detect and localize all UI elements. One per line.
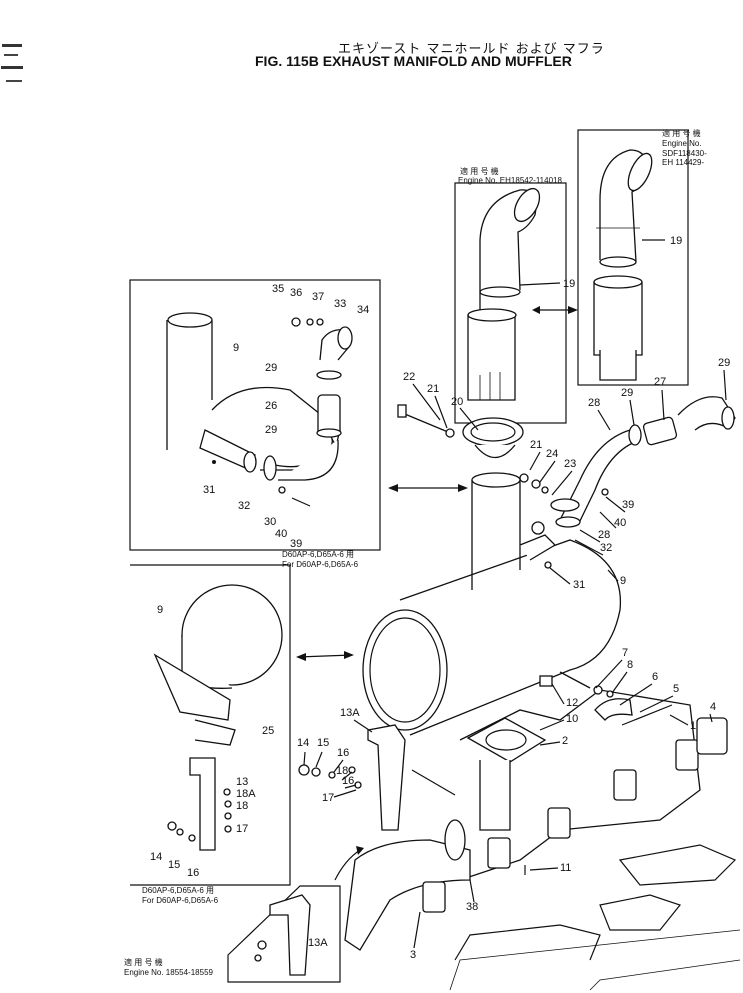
part-label-31: 31 — [203, 484, 215, 496]
part-label-18a: 18A — [236, 788, 256, 800]
note-model-jp: D60AP-6,D65A-6 用 — [142, 886, 214, 895]
note-model-en: For D60AP-6,D65A-6 — [142, 896, 219, 905]
inset-tailpipe-right: 適 用 号 機 Engine No. SDF118430- EH 114429-… — [577, 128, 707, 386]
part-label-4: 4 — [710, 701, 716, 713]
note-jp: 適 用 号 機 — [662, 128, 701, 138]
main-labels: 22 21 20 21 24 23 28 29 27 29 39 40 28 3… — [297, 357, 730, 961]
part-label-14: 14 — [150, 851, 162, 863]
part-label-29: 29 — [621, 387, 633, 399]
part-label-13a: 13A — [308, 937, 328, 949]
note-engine-no: Engine No. EH18542-114018 — [458, 176, 562, 185]
part-label-36: 36 — [290, 287, 302, 299]
part-label-19: 19 — [670, 235, 682, 247]
part-label-27: 27 — [654, 376, 666, 388]
part-label-32: 32 — [238, 500, 250, 512]
note-engine-no: Engine No. 18554-18559 — [124, 968, 214, 977]
arrow-to-variant — [532, 306, 578, 314]
part-label-9: 9 — [620, 575, 626, 587]
part-label-17: 17 — [322, 792, 334, 804]
part-label-3: 3 — [410, 949, 416, 961]
part-label-29: 29 — [265, 424, 277, 436]
note-model-en: For D60AP-6,D65A-6 — [282, 560, 359, 569]
part-label-9: 9 — [157, 604, 163, 616]
inset-tailpipe-center: 適 用 号 機 Engine No. EH18542-114018 19 — [454, 166, 575, 424]
part-label-40: 40 — [275, 528, 287, 540]
note-model-jp: D60AP-6,D65A-6 用 — [282, 550, 354, 559]
part-label-15: 15 — [168, 859, 180, 871]
part-label-12: 12 — [566, 697, 578, 709]
part-label-21: 21 — [427, 383, 439, 395]
note-engine-no: Engine No. — [662, 139, 702, 148]
part-label-28: 28 — [598, 529, 610, 541]
part-label-29: 29 — [718, 357, 730, 369]
part-label-24: 24 — [546, 448, 558, 460]
part-label-16: 16 — [342, 775, 354, 787]
part-label-17: 17 — [236, 823, 248, 835]
figure-title-japanese: エキゾースト マニホールド および マフラ — [338, 42, 605, 57]
inset-bracket-detail: 9 25 13 18A 18 17 14 15 16 — [130, 564, 291, 886]
part-label-29: 29 — [265, 362, 277, 374]
part-label-11: 11 — [560, 862, 571, 874]
part-label-22: 22 — [403, 371, 415, 383]
part-label-21: 21 — [530, 439, 542, 451]
part-label-16: 16 — [337, 747, 349, 759]
part-label-23: 23 — [564, 458, 576, 470]
part-label-18: 18 — [336, 765, 348, 777]
part-label-39: 39 — [290, 538, 302, 550]
part-label-9: 9 — [233, 342, 239, 354]
part-label-8: 8 — [627, 659, 633, 671]
part-label-39: 39 — [622, 499, 634, 511]
part-label-16: 16 — [187, 867, 199, 879]
part-label-30: 30 — [264, 516, 276, 528]
part-label-15: 15 — [317, 737, 329, 749]
inset-bracket-variant: 13A — [227, 846, 364, 983]
part-label-10: 10 — [566, 713, 578, 725]
part-label-6: 6 — [652, 671, 658, 683]
arrow-detail-link — [388, 484, 468, 492]
figure-title: FIG. 115B EXHAUST MANIFOLD AND MUFFLER — [255, 53, 572, 69]
part-label-5: 5 — [673, 683, 679, 695]
part-label-13a: 13A — [340, 707, 360, 719]
part-label-31: 31 — [573, 579, 585, 591]
part-label-20: 20 — [451, 396, 463, 408]
scan-artifact — [1, 44, 23, 82]
arrow-bracket-link — [296, 651, 354, 661]
part-label-37: 37 — [312, 291, 324, 303]
part-label-1: 1 — [690, 720, 696, 732]
part-label-19: 19 — [563, 278, 575, 290]
part-label-18: 18 — [236, 800, 248, 812]
note-jp: 適 用 号 機 — [124, 957, 163, 967]
main-assembly — [298, 396, 741, 991]
part-label-33: 33 — [334, 298, 346, 310]
note-serial: EH 114429- — [662, 158, 704, 167]
part-label-13: 13 — [236, 776, 248, 788]
part-label-35: 35 — [272, 283, 284, 295]
part-label-28: 28 — [588, 397, 600, 409]
inset-elbow-detail: 35 36 37 33 34 9 29 26 29 31 32 30 40 39 — [129, 279, 381, 551]
part-label-40: 40 — [614, 517, 626, 529]
note-serial: SDF118430- — [662, 149, 707, 158]
part-label-34: 34 — [357, 304, 369, 316]
part-label-2: 2 — [562, 735, 568, 747]
part-label-7: 7 — [622, 647, 628, 659]
part-label-26: 26 — [265, 400, 277, 412]
part-label-14: 14 — [297, 737, 309, 749]
note-jp: 適 用 号 機 — [460, 166, 499, 176]
part-label-32: 32 — [600, 542, 612, 554]
part-label-25: 25 — [262, 725, 274, 737]
part-label-38: 38 — [466, 901, 478, 913]
